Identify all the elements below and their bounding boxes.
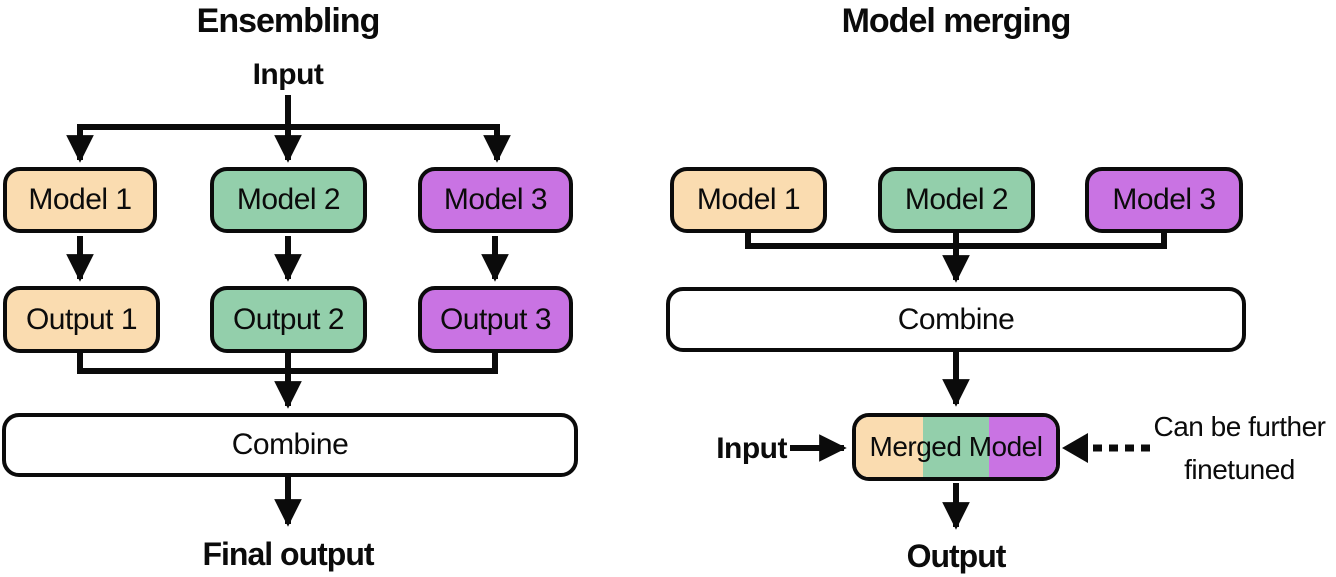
merged-model-band-purple: [989, 417, 1056, 477]
ensembling-output-1-label: Output 1: [25, 302, 138, 336]
merged-model-band-peach: [856, 417, 923, 477]
merged-model-label: Merged Model: [869, 431, 1043, 462]
merged-model-box: Merged Model: [852, 413, 1060, 481]
ensembling-output-2-box: Output 2: [210, 286, 367, 353]
merging-combine-box: Combine: [666, 287, 1246, 352]
merging-finetune-arrowhead: [1062, 433, 1088, 463]
merging-model-1-label: Model 1: [696, 183, 801, 216]
ensembling-input-label: Input: [252, 58, 324, 91]
merging-model-3-box: Model 3: [1085, 167, 1243, 233]
ensembling-output-2-label: Output 2: [232, 302, 345, 336]
ensembling-final-output-label: Final output: [202, 536, 374, 572]
ensembling-input-branch: [66, 124, 511, 163]
ensembling-output-3-box: Output 3: [418, 286, 573, 353]
ensembling-combine-label: Combine: [231, 428, 349, 461]
merging-model-2-label: Model 2: [904, 183, 1009, 216]
ensembling-output-3-label: Output 3: [439, 302, 552, 336]
ensembling-combine-box: Combine: [2, 413, 578, 477]
merging-model-3-label: Model 3: [1112, 183, 1216, 216]
merging-input-label: Input: [716, 432, 787, 465]
merging-title: Model merging: [841, 2, 1072, 40]
merging-model-2-box: Model 2: [878, 167, 1035, 233]
merging-output-label: Output: [906, 538, 1007, 574]
merged-model-color-bands: [856, 417, 1056, 477]
merging-combine-label: Combine: [897, 302, 1015, 336]
ensembling-model-2-label: Model 2: [236, 183, 341, 216]
merging-model-1-box: Model 1: [670, 167, 827, 233]
ensembling-model-1-label: Model 1: [28, 183, 132, 216]
merged-model-band-green: [922, 417, 990, 477]
ensembling-model-3-box: Model 3: [418, 167, 573, 233]
ensembling-model-3-label: Model 3: [443, 183, 548, 216]
merging-finetune-annotation: Can be further finetuned: [1153, 411, 1327, 485]
ensembling-output-1-box: Output 1: [3, 286, 160, 353]
ensembling-model-1-box: Model 1: [3, 167, 157, 233]
ensembling-title: Ensembling: [196, 2, 381, 40]
ensembling-model-2-box: Model 2: [210, 167, 367, 233]
